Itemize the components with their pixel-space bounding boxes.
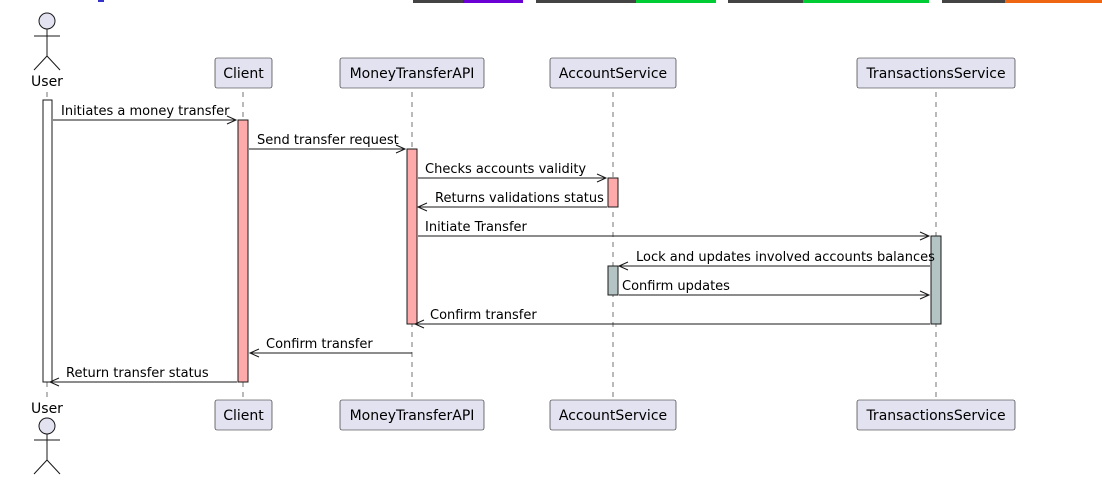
message-4-label: Returns validations status xyxy=(435,191,604,206)
actor-user-bottom: User xyxy=(31,401,63,475)
message-3-label: Checks accounts validity xyxy=(425,162,586,177)
message-10-label: Return transfer status xyxy=(66,366,209,381)
participant-account-bottom: AccountService xyxy=(549,399,677,431)
top-bar-2-accent xyxy=(636,0,716,3)
participant-client-bottom: Client xyxy=(214,399,273,431)
actor-head-icon xyxy=(38,12,56,30)
message-7-label: Confirm updates xyxy=(622,279,730,294)
participant-transactions-label: TransactionsService xyxy=(865,66,1005,82)
message-6-label: Lock and updates involved accounts balan… xyxy=(636,250,935,265)
participant-client-label: Client xyxy=(223,408,264,424)
message-8-label: Confirm transfer xyxy=(430,308,537,323)
participant-account-label: AccountService xyxy=(559,66,667,82)
message-6-arrowhead xyxy=(617,261,629,271)
top-bar-4-dark xyxy=(942,0,1005,3)
actor-head-icon xyxy=(38,417,56,435)
participant-user-label: User xyxy=(31,401,63,417)
message-labels: Initiates a money transfer Send transfer… xyxy=(61,104,935,381)
message-5-arrowhead xyxy=(919,231,931,241)
activation-user xyxy=(42,99,53,383)
actor-leg-right xyxy=(46,55,61,71)
participant-box xyxy=(339,399,485,431)
message-2-label: Send transfer request xyxy=(257,133,399,148)
participants-top: User Client MoneyTransferAPI AccountServ… xyxy=(31,12,1016,90)
message-9-label: Confirm transfer xyxy=(266,337,373,352)
participant-account-label: AccountService xyxy=(559,408,667,424)
activation-transactions xyxy=(930,235,942,325)
message-7-arrowhead xyxy=(919,290,931,300)
participant-box xyxy=(214,399,273,431)
top-blue-mark xyxy=(98,0,104,2)
activation-account-update xyxy=(607,265,619,296)
participant-transactions-label: TransactionsService xyxy=(865,408,1005,424)
activations xyxy=(42,99,942,383)
activation-client xyxy=(237,119,249,383)
participant-box xyxy=(856,399,1016,431)
message-4-arrowhead xyxy=(416,202,428,212)
top-bar-3-accent xyxy=(803,0,929,3)
participant-user-label: User xyxy=(31,74,63,90)
actor-leg-left xyxy=(33,55,48,71)
top-bar-4-accent xyxy=(1005,0,1102,3)
message-arrows xyxy=(48,115,931,387)
message-1-label: Initiates a money transfer xyxy=(61,104,230,119)
participant-api-label: MoneyTransferAPI xyxy=(350,408,475,424)
participant-box xyxy=(549,399,677,431)
activation-account-validation xyxy=(607,177,619,208)
participant-client-top: Client xyxy=(214,57,273,89)
message-1-arrowhead xyxy=(226,115,238,125)
message-8-arrowhead xyxy=(413,319,425,329)
message-5-label: Initiate Transfer xyxy=(425,220,528,235)
participant-box xyxy=(549,57,677,89)
message-2-arrowhead xyxy=(395,144,407,154)
participant-transactions-bottom: TransactionsService xyxy=(856,399,1016,431)
participants-bottom: User Client MoneyTransferAPI AccountServ… xyxy=(31,399,1016,475)
participant-api-bottom: MoneyTransferAPI xyxy=(339,399,485,431)
participant-box xyxy=(856,57,1016,89)
top-bar-group xyxy=(98,0,1102,3)
top-bar-2-dark xyxy=(536,0,636,3)
participant-transactions-top: TransactionsService xyxy=(856,57,1016,89)
activation-api xyxy=(406,148,418,325)
participant-api-label: MoneyTransferAPI xyxy=(350,66,475,82)
actor-leg-right xyxy=(46,459,61,475)
top-bar-3-dark xyxy=(728,0,803,3)
top-bar-1-accent xyxy=(463,0,523,3)
participant-box xyxy=(339,57,485,89)
message-9-arrowhead xyxy=(248,348,260,358)
message-3-arrowhead xyxy=(596,173,608,183)
lifelines xyxy=(46,92,937,398)
top-bar-1-dark xyxy=(413,0,463,3)
participant-client-label: Client xyxy=(223,66,264,82)
participant-account-top: AccountService xyxy=(549,57,677,89)
actor-leg-left xyxy=(33,459,48,475)
actor-user-top: User xyxy=(31,12,63,90)
message-10-arrowhead xyxy=(48,377,60,387)
participant-box xyxy=(214,57,273,89)
participant-api-top: MoneyTransferAPI xyxy=(339,57,485,89)
